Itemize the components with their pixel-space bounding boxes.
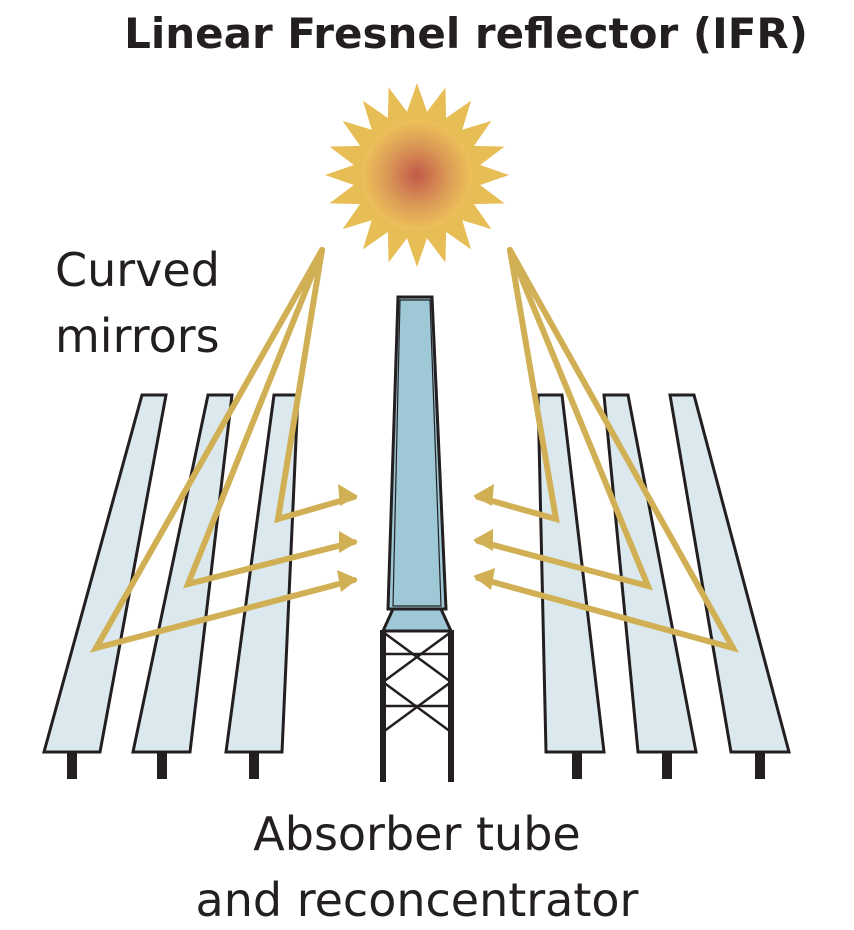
absorber-tube: [386, 295, 448, 611]
mirror-left-3: [224, 393, 300, 754]
reconcentrator: [380, 607, 454, 633]
ray-right-middle: [475, 247, 654, 591]
mirror-right-2: [602, 393, 698, 754]
ray-left-middle: [183, 247, 357, 589]
ray-left-inner: [274, 247, 357, 524]
left-mirror-posts: [67, 752, 259, 779]
curved-mirrors-label-line1: Curved: [55, 243, 220, 297]
arrowhead-icon: [338, 484, 358, 506]
absorber-label-line2: and reconcentrator: [196, 873, 639, 927]
light-rays: [89, 247, 740, 653]
sun-disc: [362, 120, 472, 230]
mirror-post: [157, 752, 167, 779]
arrowhead-icon: [473, 529, 493, 551]
sun-icon: [325, 83, 509, 267]
mirror-post: [755, 752, 765, 779]
mirror-post: [662, 752, 672, 779]
absorber-label-line1: Absorber tube: [253, 807, 580, 861]
mirror-left-1: [42, 393, 168, 754]
mirror-right-3: [668, 393, 791, 754]
curved-mirrors-label-line2: mirrors: [55, 309, 220, 363]
left-mirror-row: [42, 393, 300, 754]
ray-arrowheads: [337, 484, 495, 592]
absorber-tube-inner: [392, 299, 442, 607]
arrowhead-icon: [337, 570, 358, 592]
mirror-post: [249, 752, 259, 779]
absorber-tower: [380, 295, 454, 782]
ray-right-inner: [475, 247, 560, 524]
tower-bracing: [382, 630, 452, 734]
arrowhead-icon: [339, 531, 358, 553]
arrowhead-icon: [473, 568, 495, 590]
mirror-post: [572, 752, 582, 779]
mirror-right-1: [536, 393, 606, 754]
ray-left-outer: [89, 247, 357, 653]
right-mirror-posts: [572, 752, 765, 779]
ray-right-outer: [475, 247, 740, 653]
mirror-post: [67, 752, 77, 779]
right-mirror-row: [536, 393, 791, 754]
arrowhead-icon: [473, 484, 494, 506]
diagram-title: Linear Fresnel reflector (IFR): [124, 9, 808, 58]
